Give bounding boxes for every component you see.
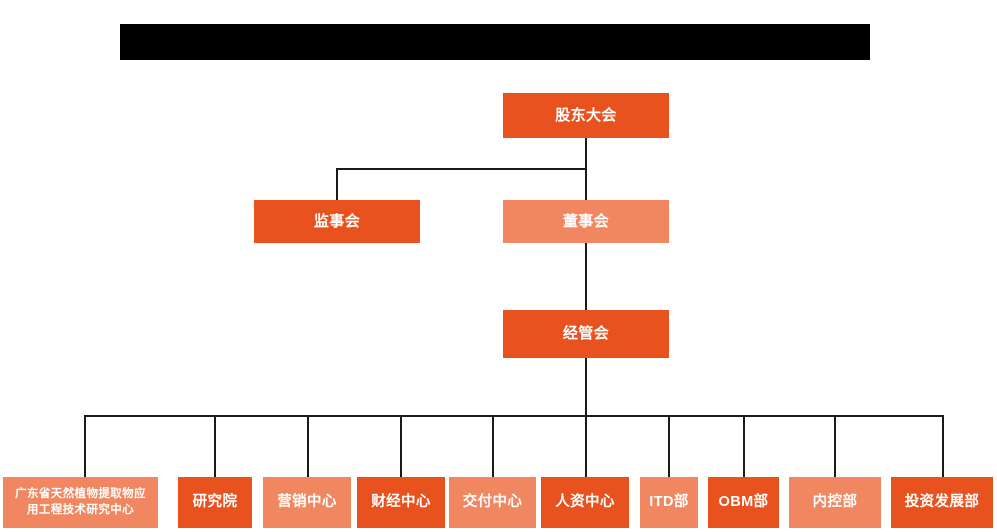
connector-drop-5	[492, 415, 494, 477]
node-department-internal-control[interactable]: 内控部	[789, 477, 881, 528]
node-department-marketing-center[interactable]: 营销中心	[263, 477, 351, 528]
connector-level2-bus	[336, 168, 587, 170]
connector-department-bus	[84, 415, 944, 417]
connector-drop-4	[400, 415, 402, 477]
connector-drop-3	[307, 415, 309, 477]
node-department-hr-center[interactable]: 人资中心	[541, 477, 629, 528]
node-department-obm[interactable]: OBM部	[708, 477, 779, 528]
connector-drop-1	[84, 415, 86, 477]
connector-management-down	[585, 358, 587, 416]
node-department-guangdong-research-center[interactable]: 广东省天然植物提取物应 用工程技术研究中心	[3, 477, 158, 528]
node-department-itd[interactable]: ITD部	[640, 477, 698, 528]
node-board-of-directors[interactable]: 董事会	[503, 200, 669, 243]
node-department-research-institute[interactable]: 研究院	[178, 477, 252, 528]
node-department-finance-center[interactable]: 财经中心	[357, 477, 445, 528]
node-shareholders-meeting[interactable]: 股东大会	[503, 93, 669, 138]
connector-drop-6	[585, 415, 587, 477]
connector-drop-9	[834, 415, 836, 477]
redacted-title-bar	[120, 24, 870, 60]
node-management-committee[interactable]: 经管会	[503, 310, 669, 358]
node-board-of-supervisors[interactable]: 监事会	[254, 200, 420, 243]
connector-drop-2	[214, 415, 216, 477]
connector-shareholders-down	[585, 138, 587, 170]
node-department-investment-development[interactable]: 投资发展部	[891, 477, 993, 528]
connector-drop-10	[942, 415, 944, 477]
connector-drop-8	[743, 415, 745, 477]
connector-directors-down	[585, 168, 587, 200]
connector-directors-to-management	[585, 243, 587, 310]
connector-supervisors-down	[336, 168, 338, 200]
node-department-delivery-center[interactable]: 交付中心	[449, 477, 536, 528]
connector-drop-7	[668, 415, 670, 477]
